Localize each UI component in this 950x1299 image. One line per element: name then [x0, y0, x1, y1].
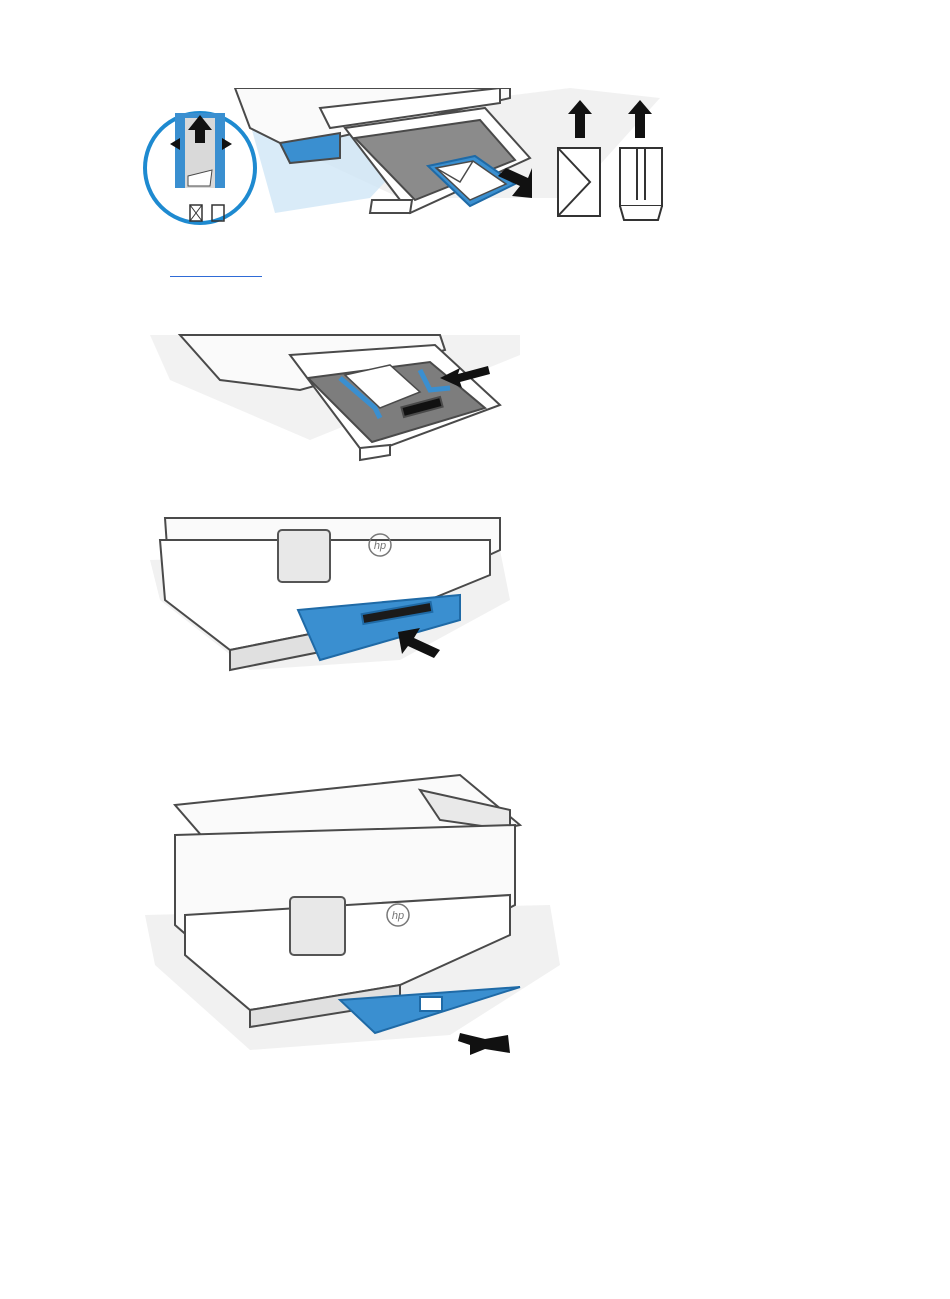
svg-text:hp: hp — [374, 540, 386, 552]
figure-envelope-loading — [140, 88, 680, 248]
figure-insert-tray: hp — [140, 510, 520, 685]
envelope-portrait-icon — [620, 148, 662, 220]
svg-text:hp: hp — [392, 910, 404, 922]
guide-inset-circle — [145, 113, 255, 223]
link-underline[interactable] — [170, 276, 262, 277]
envelope-landscape-icon — [558, 148, 600, 216]
pull-arrow-icon — [458, 1033, 510, 1055]
figure-adjust-guides — [150, 330, 530, 470]
figure-extend-output-tray: hp — [140, 765, 580, 1065]
